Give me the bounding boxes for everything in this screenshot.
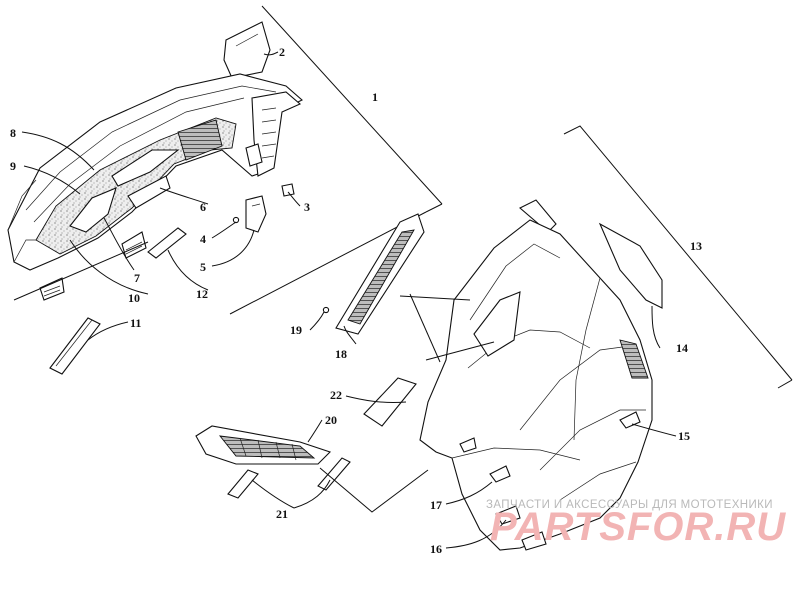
callout-9: 9 <box>10 159 16 173</box>
screw-part-4 <box>232 216 240 224</box>
latch-part-5 <box>245 195 267 233</box>
callout-11: 11 <box>130 316 141 330</box>
strip-part-21a <box>227 469 259 499</box>
callout-20: 20 <box>325 413 337 427</box>
callout-10: 10 <box>128 291 140 305</box>
strip-part-21b <box>317 457 351 491</box>
callout-21: 21 <box>276 507 288 521</box>
reflector-part-12 <box>147 227 187 259</box>
callout-17: 17 <box>430 498 442 512</box>
callout-16: 16 <box>430 542 442 556</box>
leader-lines <box>21 51 677 549</box>
watermark: ЗАПЧАСТИ И АКСЕССУАРЫ ДЛЯ МОТОТЕХНИКИ PA… <box>486 499 786 549</box>
rivet-part-19 <box>322 306 330 314</box>
hood-shell-part <box>7 21 303 301</box>
callout-22: 22 <box>330 388 342 402</box>
callout-3: 3 <box>304 200 310 214</box>
callout-5: 5 <box>200 260 206 274</box>
callout-13: 13 <box>690 239 702 253</box>
vent-grille-part-18 <box>335 213 425 335</box>
lower-grille-part-20 <box>195 425 332 465</box>
watermark-tagline: ЗАПЧАСТИ И АКСЕССУАРЫ ДЛЯ МОТОТЕХНИКИ <box>486 499 773 511</box>
callout-6: 6 <box>200 200 206 214</box>
clip-part-3 <box>281 183 295 197</box>
callout-1: 1 <box>372 90 378 104</box>
watermark-logo: PARTSFOR.RU <box>490 505 786 549</box>
callout-15: 15 <box>678 429 690 443</box>
callout-14: 14 <box>676 341 688 355</box>
callout-4: 4 <box>200 232 206 246</box>
side-panel-part <box>419 199 653 551</box>
callout-labels: 1 2 3 4 5 6 7 8 9 10 11 12 13 14 15 16 1… <box>10 45 702 556</box>
windshield-part-2 <box>223 21 271 79</box>
callout-2: 2 <box>279 45 285 59</box>
callout-7: 7 <box>134 271 140 285</box>
callout-8: 8 <box>10 126 16 140</box>
vent-grille <box>177 119 223 161</box>
callout-18: 18 <box>335 347 347 361</box>
callout-12: 12 <box>196 287 208 301</box>
reflector-part-11 <box>49 317 101 375</box>
callout-19: 19 <box>290 323 302 337</box>
windshield-part-14 <box>598 222 663 309</box>
